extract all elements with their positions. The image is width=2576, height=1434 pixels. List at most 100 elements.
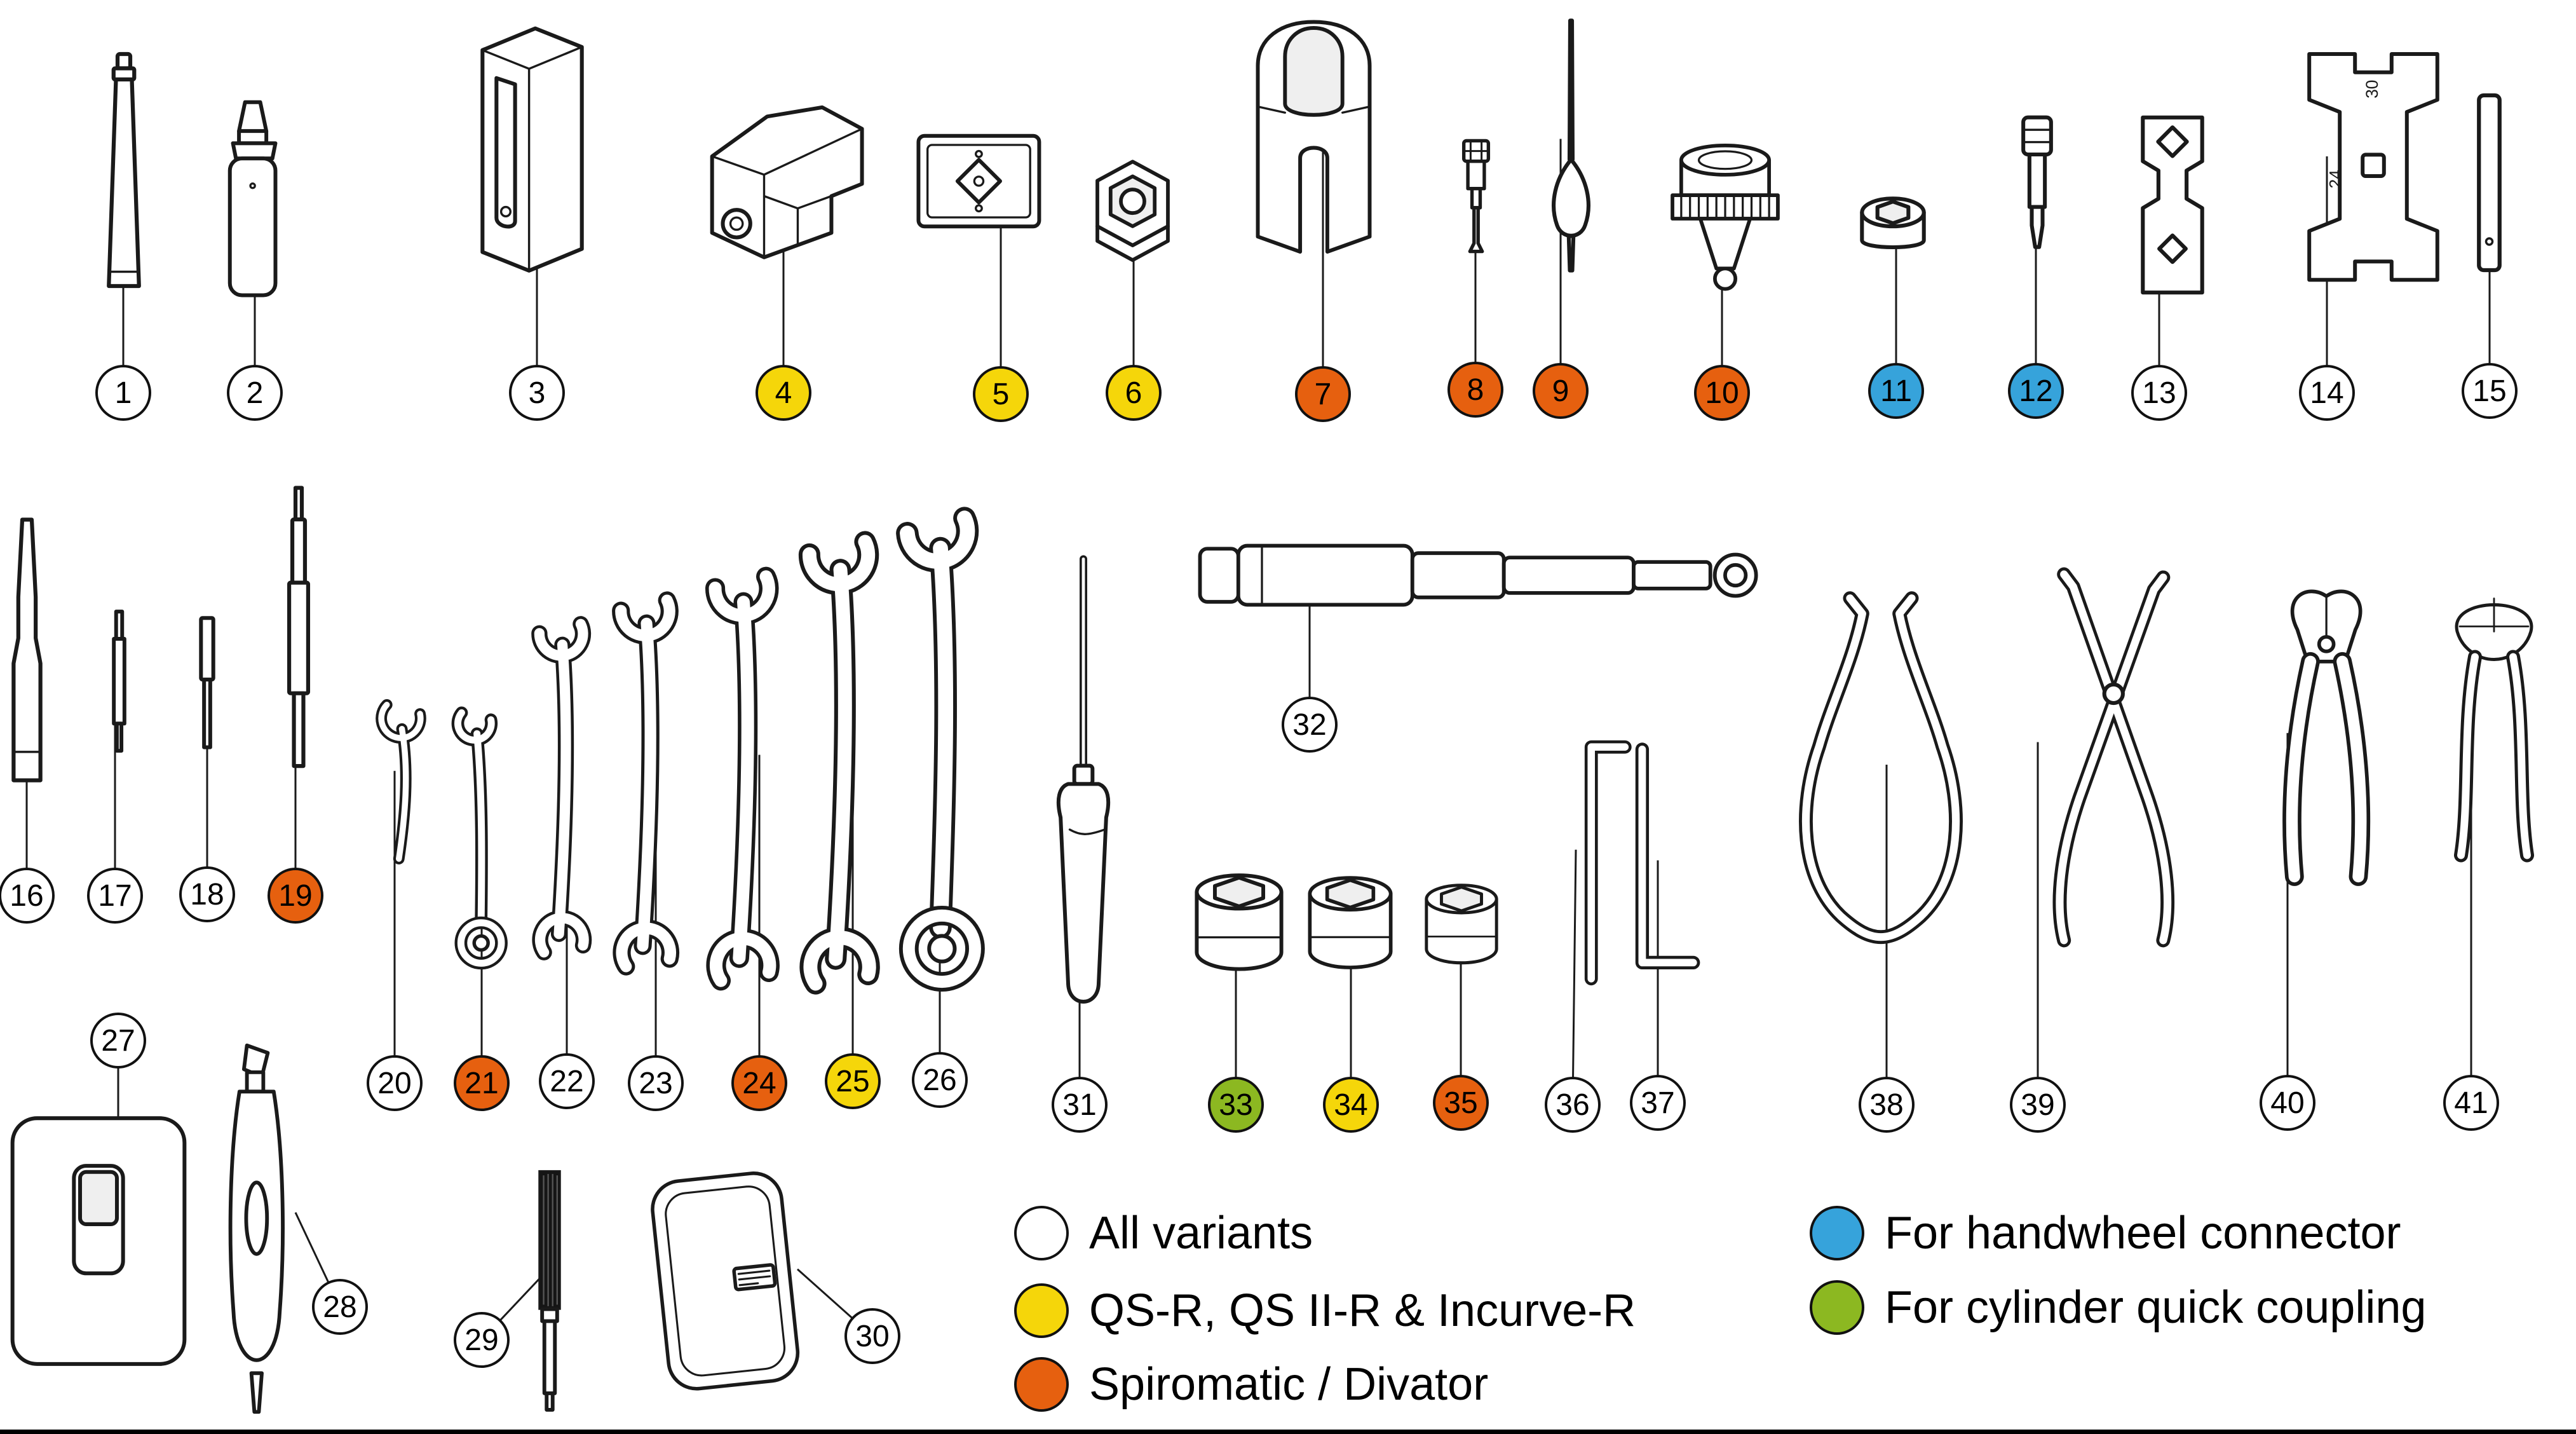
svg-text:30: 30 xyxy=(2362,80,2382,99)
item-badge-11: 11 xyxy=(1868,363,1924,419)
item-badge-17: 17 xyxy=(87,868,143,924)
legend-swatch-green xyxy=(1810,1280,1864,1335)
item-badge-3: 3 xyxy=(509,365,565,421)
item-badge-24: 24 xyxy=(731,1055,787,1111)
item-badge-29: 29 xyxy=(454,1312,510,1368)
tool-slotted-block xyxy=(464,16,600,296)
legend-label: QS-R, QS II-R & Incurve-R xyxy=(1089,1285,1636,1336)
item-badge-4: 4 xyxy=(756,365,811,421)
tool-plate-spanner-large: 24 30 xyxy=(2297,48,2450,289)
legend-item-qsr: QS-R, QS II-R & Incurve-R xyxy=(1014,1283,1636,1339)
item-badge-37: 37 xyxy=(1630,1075,1686,1131)
item-badge-10: 10 xyxy=(1694,365,1750,421)
item-badge-16: 16 xyxy=(0,868,55,924)
item-badge-27: 27 xyxy=(90,1013,146,1069)
tool-hex-key-short xyxy=(1566,731,1643,995)
tool-holder-block xyxy=(680,89,890,296)
legend-swatch-orange xyxy=(1014,1357,1069,1412)
svg-text:24: 24 xyxy=(2326,170,2345,188)
tool-connector-holder xyxy=(1230,16,1398,296)
tool-hex-socket-small xyxy=(1854,194,1932,265)
legend-item-all-variants: All variants xyxy=(1014,1205,1313,1261)
tool-drift-punch-large xyxy=(6,515,48,791)
tool-spring-pliers xyxy=(1773,582,1989,988)
item-badge-5: 5 xyxy=(973,366,1029,422)
legend-item-cylinder: For cylinder quick coupling xyxy=(1810,1280,2426,1335)
item-badge-14: 14 xyxy=(2299,365,2355,421)
tool-screwdriver xyxy=(1048,540,1118,1052)
page-bottom-edge xyxy=(0,1430,2576,1434)
tool-needle-awl xyxy=(1541,16,1601,289)
tool-socket-large xyxy=(1188,871,1290,995)
legend-swatch-blue xyxy=(1810,1206,1864,1260)
tool-knurled-knob-tool xyxy=(1658,137,1792,305)
item-badge-15: 15 xyxy=(2462,363,2518,419)
item-badge-22: 22 xyxy=(539,1053,595,1109)
item-badge-9: 9 xyxy=(1533,363,1589,419)
item-badge-41: 41 xyxy=(2443,1075,2499,1131)
tool-hex-nut-tool xyxy=(1090,156,1176,273)
item-badge-12: 12 xyxy=(2008,363,2064,419)
tool-open-end-wrench xyxy=(693,540,794,1017)
item-badge-34: 34 xyxy=(1323,1077,1379,1133)
item-badge-6: 6 xyxy=(1106,365,1162,421)
tool-plate-spanner-small xyxy=(2125,111,2220,299)
tool-open-end-wrench xyxy=(785,509,896,1017)
item-badge-28: 28 xyxy=(312,1279,368,1335)
item-badge-21: 21 xyxy=(454,1055,510,1111)
tool-tool-pouch xyxy=(645,1151,807,1414)
item-badge-38: 38 xyxy=(1859,1077,1915,1133)
tool-open-end-wrench xyxy=(600,556,693,1011)
tool-cutting-pliers xyxy=(2249,566,2402,938)
item-badge-35: 35 xyxy=(1433,1075,1489,1131)
item-badge-30: 30 xyxy=(844,1308,900,1364)
item-badge-20: 20 xyxy=(367,1055,423,1111)
item-badge-32: 32 xyxy=(1282,697,1338,753)
tool-lubricant-bottle xyxy=(219,95,289,305)
item-badge-1: 1 xyxy=(95,365,151,421)
tool-torque-screwdriver xyxy=(210,1027,305,1434)
legend-item-handwheel: For handwheel connector xyxy=(1810,1205,2401,1261)
item-badge-13: 13 xyxy=(2131,365,2187,421)
item-badge-26: 26 xyxy=(912,1052,968,1108)
tool-storage-case xyxy=(6,1109,191,1373)
legend-label: For handwheel connector xyxy=(1885,1208,2401,1259)
legend-label: All variants xyxy=(1089,1208,1313,1259)
item-badge-36: 36 xyxy=(1545,1077,1601,1133)
item-badge-40: 40 xyxy=(2260,1075,2315,1131)
tool-drift-punch-short xyxy=(191,613,224,760)
tool-open-end-wrench-mini xyxy=(372,686,432,874)
legend-swatch-white xyxy=(1014,1206,1069,1260)
tool-open-end-wrench xyxy=(521,572,604,1004)
legend-label: For cylinder quick coupling xyxy=(1885,1282,2427,1333)
legend-swatch-yellow xyxy=(1014,1283,1069,1338)
item-badge-25: 25 xyxy=(825,1053,881,1109)
item-badge-7: 7 xyxy=(1295,366,1351,422)
tool-socket-medium xyxy=(1303,871,1398,995)
item-badge-2: 2 xyxy=(227,365,283,421)
tool-valve-stem-tool xyxy=(1447,137,1505,273)
legend-item-spiromatic: Spiromatic / Divator xyxy=(1014,1356,1488,1412)
item-badge-33: 33 xyxy=(1208,1077,1264,1133)
tool-combination-wrench-large xyxy=(883,467,998,1030)
tool-telescopic-bar xyxy=(1172,534,1801,617)
tool-pincer-pliers xyxy=(2430,540,2558,938)
tool-drift-punch-long xyxy=(280,483,318,775)
tool-circlip-pliers xyxy=(2017,556,2211,969)
item-badge-23: 23 xyxy=(628,1055,684,1111)
item-badge-31: 31 xyxy=(1052,1077,1108,1133)
tool-drift-punch-thin xyxy=(105,607,133,766)
tool-socket-small xyxy=(1420,877,1503,988)
tool-socket-bit xyxy=(2011,111,2063,273)
tool-grease-tube xyxy=(95,48,153,308)
tool-hex-key-long xyxy=(1617,737,1709,1011)
item-badge-8: 8 xyxy=(1447,362,1503,418)
tool-combination-wrench-small xyxy=(448,696,512,982)
tool-cleaning-brush xyxy=(531,1166,569,1414)
tool-pin-rod xyxy=(2462,89,2516,280)
item-badge-18: 18 xyxy=(179,866,235,922)
item-badge-19: 19 xyxy=(268,868,323,924)
tool-square-hole-plate xyxy=(909,121,1054,242)
